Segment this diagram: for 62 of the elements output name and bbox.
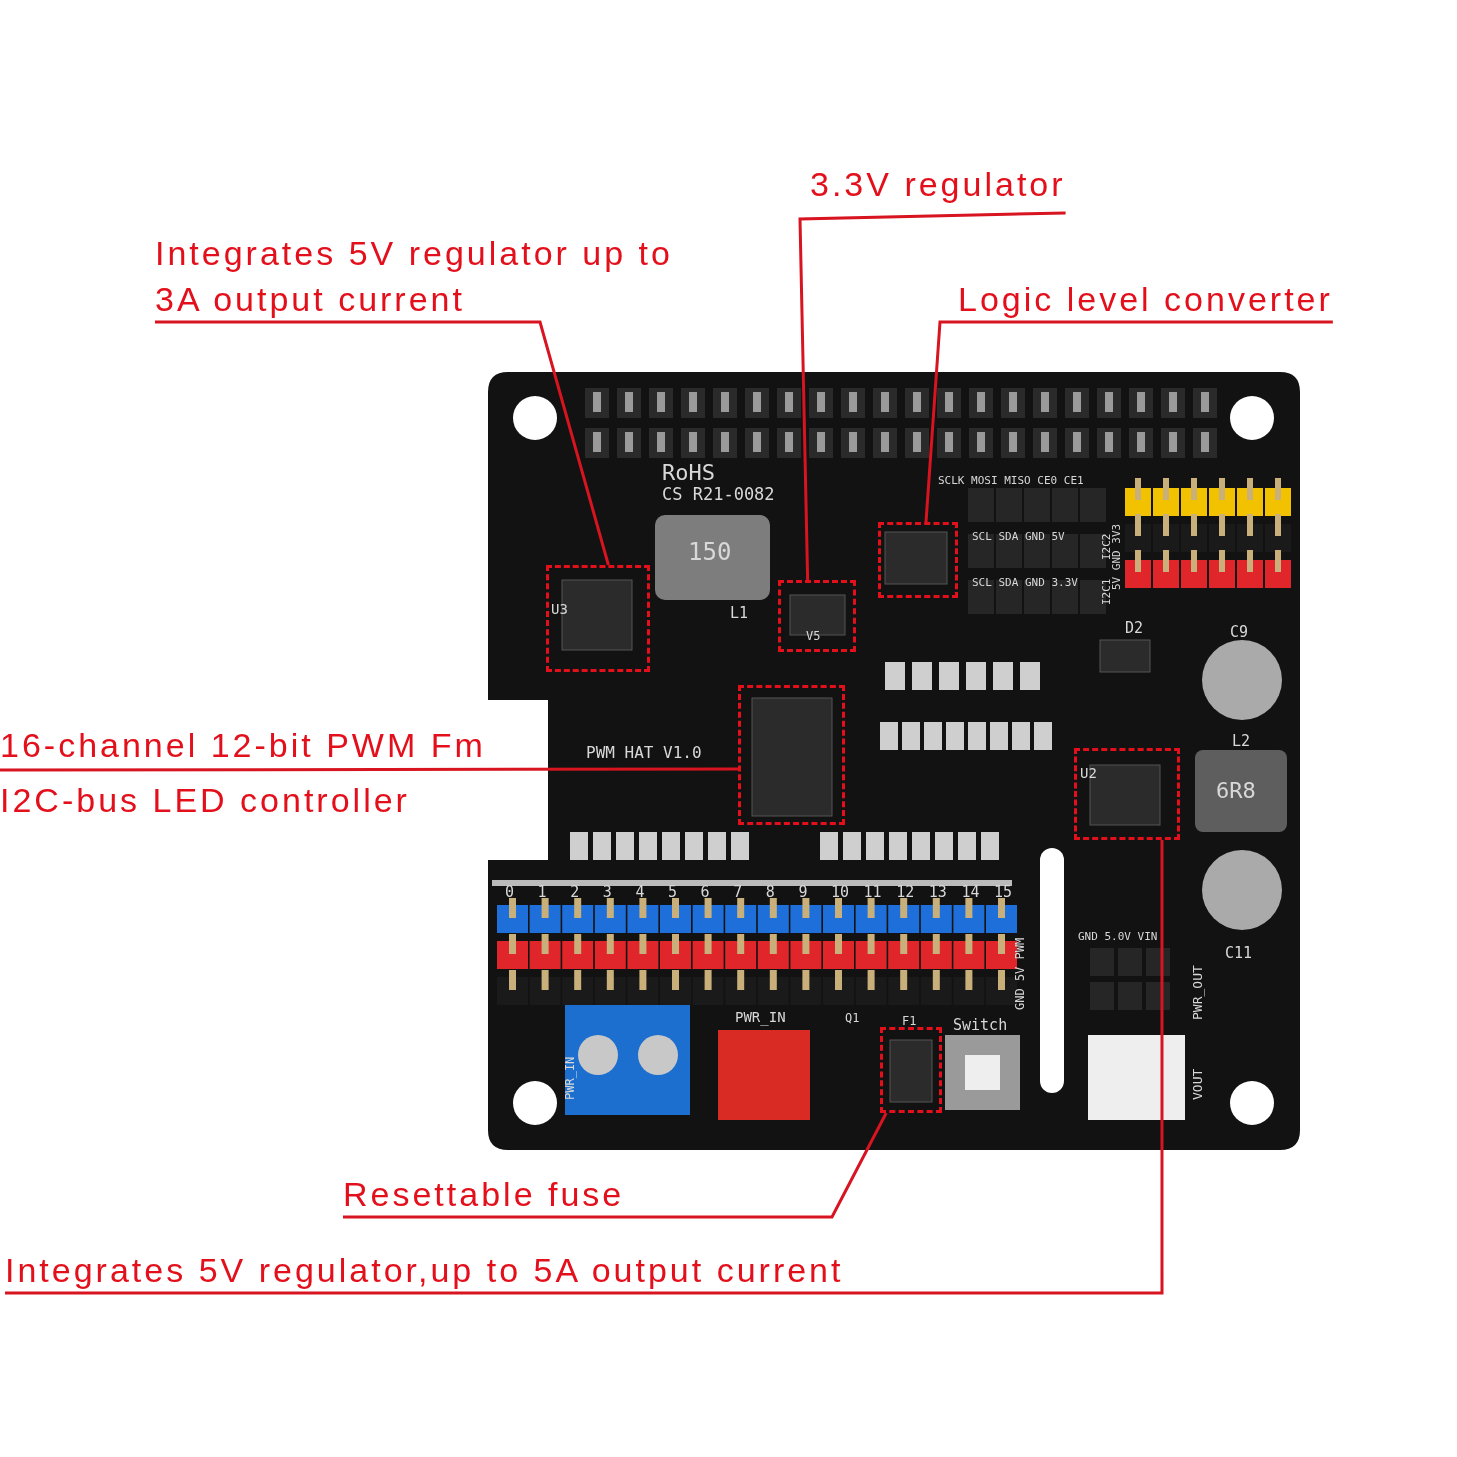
silkscreen-label: 1: [537, 883, 547, 901]
highlight-frame: [1074, 748, 1180, 840]
silkscreen-label: 3: [602, 883, 612, 901]
silkscreen-label: L1: [730, 604, 749, 622]
leader-line: [343, 1112, 888, 1219]
leader-line: [924, 320, 1333, 523]
silkscreen-label: U2: [1080, 765, 1097, 781]
silkscreen-label: PWR_OUT: [1190, 965, 1205, 1020]
silkscreen-label: PWM HAT V1.0: [586, 743, 702, 762]
leader-line: [5, 840, 1164, 1295]
leader-line: [798, 211, 1066, 581]
callout-text: Resettable fuse: [343, 1174, 625, 1215]
silkscreen-label: U3: [551, 601, 568, 617]
leader-line: [0, 767, 738, 772]
silkscreen-label: VOUT: [1190, 1068, 1205, 1100]
silkscreen-label: 4: [635, 883, 645, 901]
silkscreen-label: C9: [1230, 623, 1249, 641]
callout-text: 16-channel 12-bit PWM Fm I2C-bus LED controller: [0, 725, 487, 821]
silkscreen-label: SCL SDA GND 3.3V: [972, 576, 1078, 589]
silkscreen-label: L2: [1232, 732, 1251, 750]
silkscreen-label: GND 5.0V VIN: [1078, 930, 1158, 943]
silkscreen-label: SCLK MOSI MISO CE0 CE1: [938, 474, 1084, 487]
silkscreen-label: 12: [896, 883, 915, 901]
silkscreen-label: 0: [505, 883, 515, 901]
silkscreen-label: RoHS: [662, 460, 715, 485]
silkscreen-label: V5: [806, 629, 821, 643]
silkscreen-label: 14: [961, 883, 980, 901]
leader-line: [155, 320, 610, 566]
silkscreen-label: I2C1: [1100, 578, 1113, 605]
highlight-frame: [738, 685, 845, 825]
silkscreen-label: 6: [700, 883, 710, 901]
silkscreen-label: 6R8: [1216, 778, 1256, 803]
silkscreen-label: 150: [688, 538, 732, 566]
silkscreen-label: SCL SDA GND 5V: [972, 530, 1065, 543]
silkscreen-label: 5: [668, 883, 678, 901]
silkscreen-label: F1: [902, 1014, 917, 1028]
silkscreen-label: GND 5V PWM: [1013, 937, 1027, 1010]
silkscreen-label: 10: [831, 883, 850, 901]
silkscreen-label: 5V GND 3V3: [1110, 523, 1123, 590]
silkscreen-label: PWR_IN: [563, 1056, 577, 1100]
callout-text: Logic level converter: [958, 279, 1333, 320]
silkscreen-label: Q1: [845, 1011, 860, 1025]
callout-text: Integrates 5V regulator,up to 5A output current: [5, 1250, 844, 1291]
silkscreen-label: 7: [733, 883, 743, 901]
silkscreen-label: CS R21-0082: [662, 484, 775, 504]
highlight-frame: [778, 580, 856, 652]
callout-text: 3.3V regulator: [810, 164, 1066, 205]
silkscreen-label: PWR_IN: [735, 1009, 786, 1025]
silkscreen-label: 15: [994, 883, 1013, 901]
highlight-frame: [546, 565, 650, 672]
silkscreen-label: 2: [570, 883, 580, 901]
silkscreen-label: C11: [1225, 944, 1253, 962]
silkscreen-label: Switch: [953, 1016, 1008, 1034]
highlight-frame: [880, 1027, 942, 1113]
silkscreen-label: 9: [798, 883, 808, 901]
silkscreen-label: 11: [863, 883, 882, 901]
callout-text: Integrates 5V regulator up to 3A output current: [155, 233, 674, 320]
silkscreen-label: 8: [765, 883, 775, 901]
highlight-frame: [878, 522, 958, 598]
silkscreen-label: 13: [928, 883, 947, 901]
silkscreen-label: D2: [1125, 619, 1144, 637]
silkscreen-label: I2C2: [1100, 533, 1113, 560]
